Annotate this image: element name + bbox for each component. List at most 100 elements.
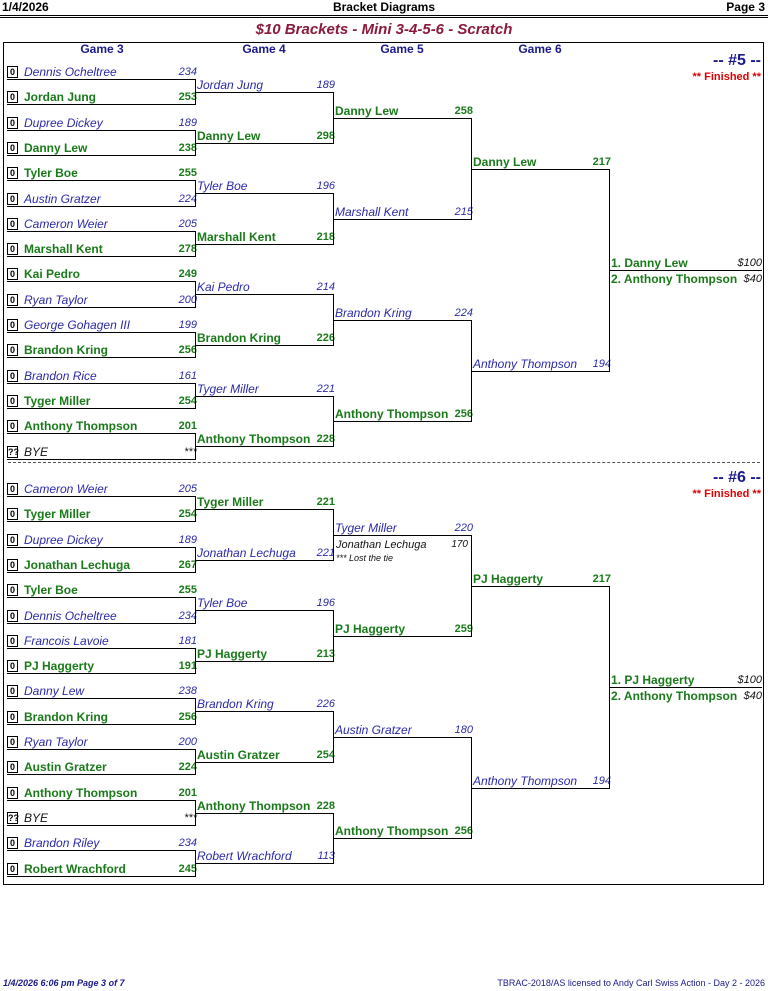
player-score: 196: [316, 180, 335, 192]
player-name: Anthony Thompson: [197, 432, 311, 446]
header-rule: [0, 15, 768, 16]
player-score: 220: [454, 522, 473, 534]
player-score: 191: [178, 660, 197, 672]
bracket-line: [471, 169, 609, 170]
bracket-line: [195, 661, 333, 662]
bracket-line: [7, 623, 195, 624]
bracket-line: [7, 231, 195, 232]
player-name: Austin Gratzer: [197, 748, 280, 762]
player-score: 224: [178, 193, 197, 205]
seed-box: 0: [7, 761, 18, 773]
player-name: Jonathan Lechuga: [24, 558, 131, 572]
bracket-line: [7, 876, 195, 877]
player-name: Austin Gratzer: [24, 760, 107, 774]
seed-box: 0: [7, 420, 18, 432]
tie-name: Jonathan Lechuga: [336, 539, 427, 551]
player-name: Anthony Thompson: [335, 824, 449, 838]
player-score: 226: [316, 332, 335, 344]
player-score: 234: [178, 837, 197, 849]
header-rule-2: [0, 17, 768, 18]
player-score: 189: [178, 534, 197, 546]
bracket-line: [471, 586, 609, 587]
player-name: Cameron Weier: [24, 217, 108, 231]
player-name: Tyler Boe: [197, 596, 248, 610]
player-score: 180: [454, 724, 473, 736]
player-score: 245: [178, 863, 197, 875]
seed-box: 0: [7, 483, 18, 495]
bracket-line: [195, 560, 333, 561]
player-score: 194: [592, 775, 611, 787]
player-name: Marshall Kent: [335, 205, 409, 219]
seed-box: 0: [7, 395, 18, 407]
header-page: Page 3: [726, 0, 765, 14]
player-score: 228: [316, 800, 335, 812]
bracket-line: [195, 244, 333, 245]
player-score: 199: [178, 319, 197, 331]
player-name: Cameron Weier: [24, 482, 108, 496]
player-name: Danny Lew: [335, 104, 399, 118]
seed-box: 0: [7, 268, 18, 280]
player-name: Dennis Ocheltree: [24, 65, 117, 79]
seed-box: 0: [7, 370, 18, 382]
player-name: Jordan Jung: [197, 78, 264, 92]
player-name: Brandon Kring: [24, 343, 108, 357]
player-score: 189: [178, 117, 197, 129]
seed-box: ??: [7, 812, 19, 824]
result-prize: $40: [743, 273, 762, 285]
player-name: BYE: [24, 445, 49, 459]
result-prize: $100: [737, 257, 762, 269]
player-score: 113: [317, 850, 335, 862]
bracket-line: [195, 446, 333, 447]
bracket-line: [195, 294, 333, 295]
player-score: 298: [316, 130, 335, 142]
player-score: 278: [178, 243, 197, 255]
player-score: 205: [178, 218, 197, 230]
player-name: Dupree Dickey: [24, 116, 103, 130]
bracket-line: [7, 673, 195, 674]
bracket-line: [195, 143, 333, 144]
player-score: 228: [316, 433, 335, 445]
bracket-line: [333, 737, 471, 738]
player-name: Anthony Thompson: [24, 419, 138, 433]
player-name: Tyger Miller: [24, 507, 91, 521]
bracket-line: [7, 825, 195, 826]
bracket-line: [7, 800, 195, 801]
bracket-divider: [8, 462, 760, 463]
bracket-line: [7, 256, 195, 257]
bracket-line: [7, 724, 195, 725]
seed-box: 0: [7, 193, 18, 205]
player-name: Anthony Thompson: [335, 407, 449, 421]
seed-box: 0: [7, 117, 18, 129]
bracket-line: [609, 687, 762, 688]
player-name: Tyger Miller: [197, 382, 259, 396]
player-score: 254: [316, 749, 335, 761]
seed-box: 0: [7, 837, 18, 849]
player-name: PJ Haggerty: [335, 622, 406, 636]
player-score: 214: [316, 281, 335, 293]
bracket-line: [7, 547, 195, 548]
player-name: Ryan Taylor: [24, 293, 88, 307]
seed-box: 0: [7, 660, 18, 672]
seed-box: 0: [7, 559, 18, 571]
player-score: 255: [178, 167, 197, 179]
player-score: 217: [592, 156, 611, 168]
bracket-line: [333, 320, 471, 321]
player-score: 238: [178, 685, 197, 697]
player-name: PJ Haggerty: [197, 647, 268, 661]
player-name: Kai Pedro: [197, 280, 250, 294]
bracket-line: [7, 597, 195, 598]
player-name: George Gohagen III: [24, 318, 131, 332]
bracket-line: [7, 459, 195, 460]
player-name: Kai Pedro: [24, 267, 81, 281]
seed-box: 0: [7, 508, 18, 520]
bracket-line: [195, 711, 333, 712]
seed-box: 0: [7, 167, 18, 179]
player-name: Brandon Riley: [24, 836, 100, 850]
player-score: ***: [184, 812, 197, 824]
player-name: Anthony Thompson: [473, 774, 578, 788]
seed-box: 0: [7, 610, 18, 622]
bracket-line: [7, 307, 195, 308]
seed-box: 0: [7, 294, 18, 306]
player-name: Tyger Miller: [335, 521, 397, 535]
seed-box: 0: [7, 787, 18, 799]
